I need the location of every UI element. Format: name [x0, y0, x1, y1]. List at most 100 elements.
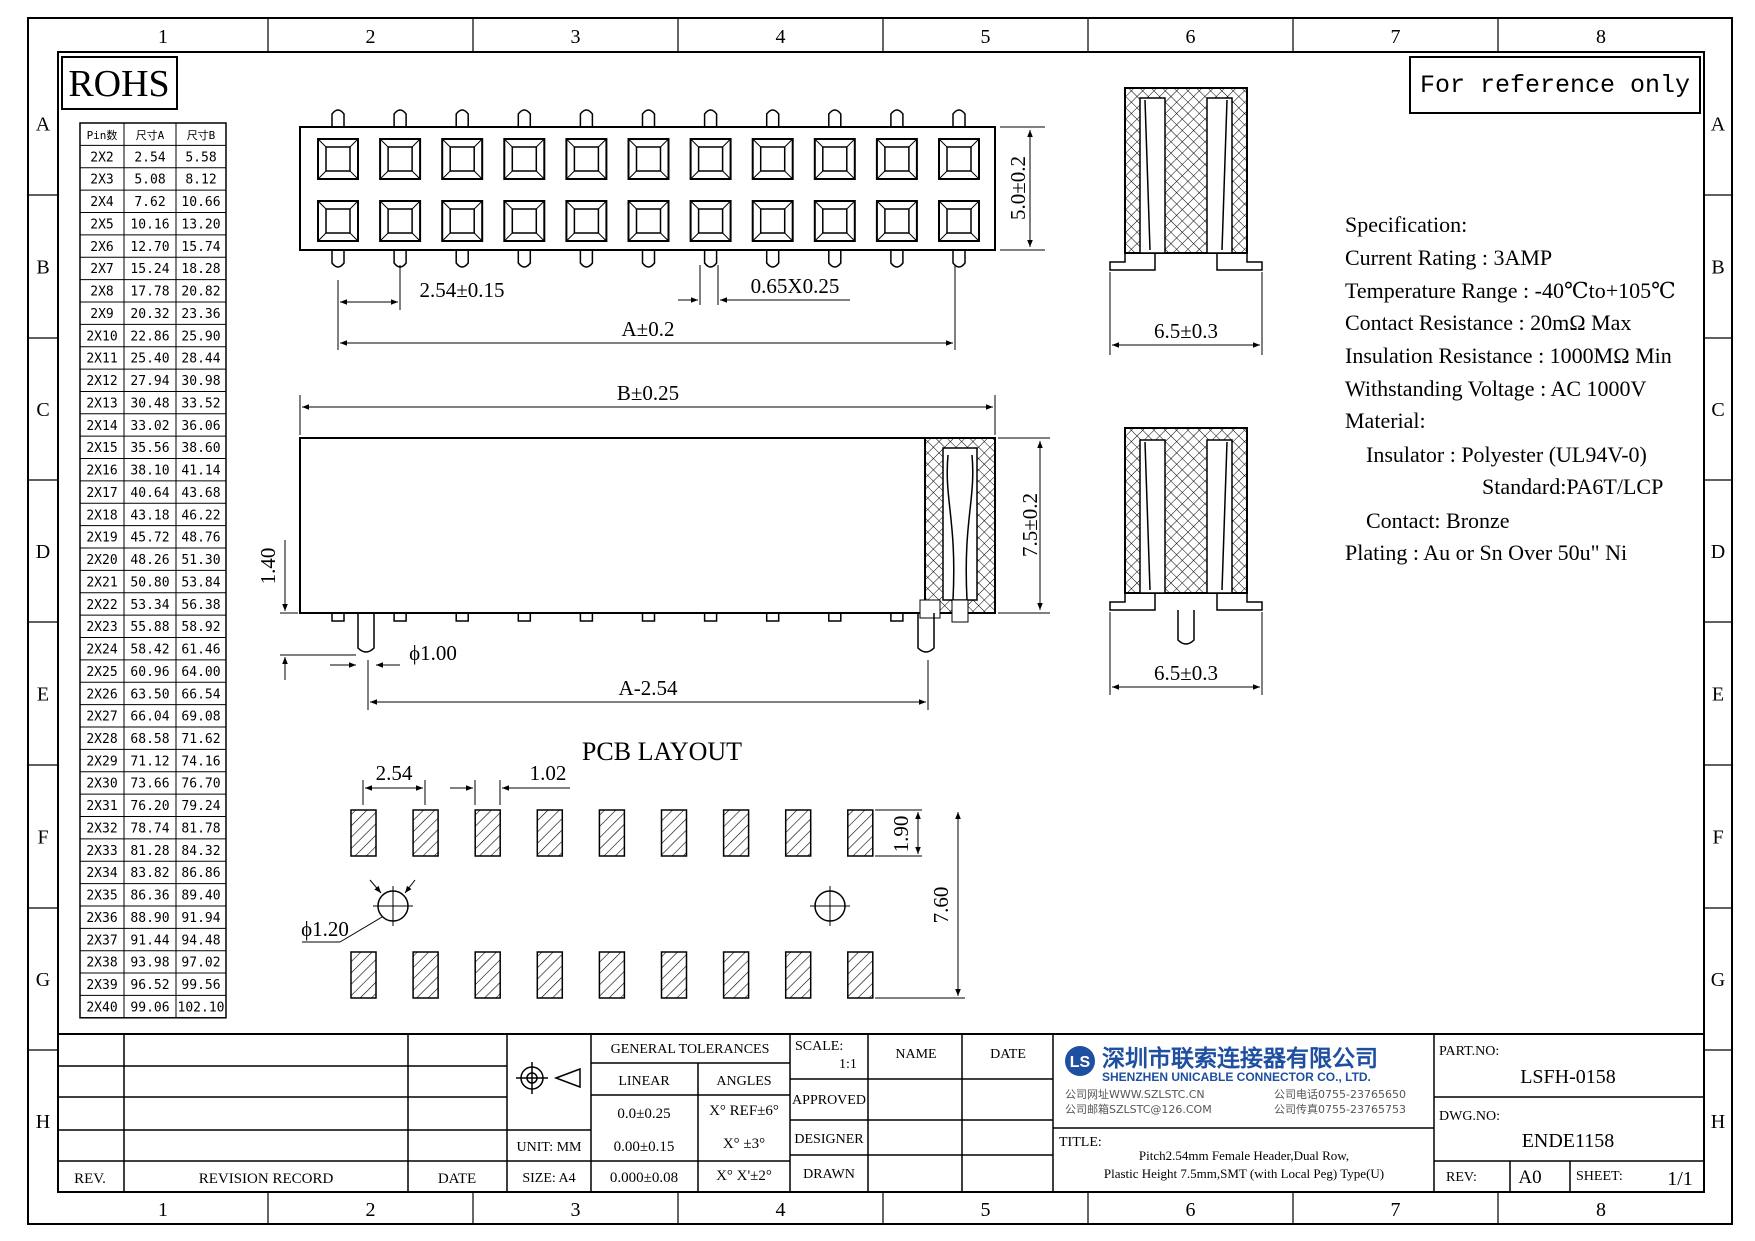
pin-table-cell: 12.70 [130, 240, 169, 255]
column-label: 4 [776, 1199, 786, 1221]
pin-table-cell: 81.28 [130, 844, 169, 859]
specification: Specification: Current Rating : 3AMP Tem… [1345, 212, 1676, 565]
pcb-pad [536, 951, 564, 999]
general-tolerances-label: GENERAL TOLERANCES [611, 1042, 770, 1057]
pin-table-cell: 81.78 [181, 821, 220, 836]
pin-table-cell: 2X25 [86, 665, 117, 680]
pcb-pad-width-dim: 1.02 [530, 761, 567, 785]
company-email: 公司邮箱SZLSTC@126.COM [1065, 1102, 1212, 1116]
pcb-pad [536, 809, 564, 857]
pcb-hole-dia-dim: ϕ1.20 [301, 917, 349, 941]
column-label: 1 [158, 1199, 168, 1221]
pin-table-cell: 40.64 [130, 486, 169, 501]
pin-table-cell: 41.14 [181, 464, 220, 479]
spec-line: Current Rating : 3AMP [1345, 245, 1552, 270]
pcb-pad-length-dim: 1.90 [889, 816, 913, 853]
side-view-lower: 6.5±0.3 [1109, 427, 1263, 695]
pin-table-cell: 15.74 [181, 240, 220, 255]
pin-table-cell: 18.28 [181, 262, 220, 277]
pin-table-cell: 64.00 [181, 665, 220, 680]
pin-table-cell: 20.32 [130, 307, 169, 322]
pin-table-cell: 102.10 [178, 1000, 225, 1015]
pin-table-cell: 2X31 [86, 799, 117, 814]
pin-table-cell: 33.02 [130, 419, 169, 434]
width-dim-2: 6.5±0.3 [1154, 661, 1218, 685]
pcb-pad [474, 951, 501, 999]
front-body [299, 437, 926, 614]
pin-table-cell: 2X17 [86, 486, 117, 501]
pin-table-cell: 2X7 [90, 262, 113, 277]
pin-table-cell: 7.62 [134, 195, 165, 210]
pin-table-cell: 61.46 [181, 643, 220, 658]
pcb-pad [412, 809, 439, 857]
top-view-body [299, 126, 996, 251]
pin-table-cell: 33.52 [181, 396, 220, 411]
pin-table-cell: 2X14 [86, 419, 117, 434]
pin-table-cell: 46.22 [181, 508, 220, 523]
pcb-row-span-dim: 7.60 [929, 887, 953, 924]
svg-text:LS: LS [1070, 1054, 1091, 1071]
pcb-pad [598, 809, 626, 857]
pin-table-cell: 2X27 [86, 710, 117, 725]
pin-table-cell: 45.72 [130, 531, 169, 546]
pin-table-cell: 35.56 [130, 441, 169, 456]
pin-table-cell: 91.94 [181, 911, 220, 926]
pcb-pad [350, 951, 377, 999]
pin-table-cell: 56.38 [181, 598, 220, 613]
row-label: C [1711, 399, 1724, 421]
pin-table-cell: 73.66 [130, 777, 169, 792]
pin-table-cell: 43.68 [181, 486, 220, 501]
pin-table-cell: 36.06 [181, 419, 220, 434]
pin-table-cell: 91.44 [130, 933, 169, 948]
spec-line: Temperature Range : -40℃to+105℃ [1345, 278, 1676, 303]
pin-section-dim: 0.65X0.25 [751, 274, 840, 298]
spec-line: Contact: Bronze [1366, 508, 1510, 533]
reference-note: For reference only [1420, 71, 1690, 100]
linear-tol-3: 0.000±0.08 [610, 1170, 678, 1186]
pin-table-cell: 2X10 [86, 329, 117, 344]
pin-table-cell: 25.40 [130, 352, 169, 367]
pin-table-cell: 60.96 [130, 665, 169, 680]
spec-line: Insulation Resistance : 1000MΩ Min [1345, 343, 1672, 368]
part-no-label: PART.NO: [1439, 1044, 1499, 1059]
column-label: 2 [366, 26, 376, 48]
linear-tol-1: 0.0±0.25 [617, 1106, 670, 1122]
title-line-1: Pitch2.54mm Female Header,Dual Row, [1139, 1148, 1349, 1163]
spec-line: Insulator : Polyester (UL94V-0) [1366, 442, 1647, 467]
pin-table-cell: 2X5 [90, 217, 113, 232]
pin-table-cell: 96.52 [130, 978, 169, 993]
width-dim-1: 6.5±0.3 [1154, 319, 1218, 343]
pin-table-cell: 93.98 [130, 956, 169, 971]
linear-tol-2: 0.00±0.15 [614, 1139, 675, 1155]
name-col-label: NAME [895, 1047, 936, 1062]
pin-table-cell: 79.24 [181, 799, 220, 814]
size-label: SIZE: A4 [522, 1171, 575, 1186]
a-minus-dim: A-2.54 [619, 676, 678, 700]
company-logo-icon: LS [1065, 1046, 1095, 1076]
column-label: 3 [571, 26, 581, 48]
pin-table-cell: 99.06 [130, 1000, 169, 1015]
pin-table-cell: 28.44 [181, 352, 220, 367]
designer-label: DESIGNER [794, 1132, 864, 1147]
spec-line: Standard:PA6T/LCP [1482, 474, 1663, 499]
pin-table-cell: 2X39 [86, 978, 117, 993]
pin-table-cell: 50.80 [130, 575, 169, 590]
pin-table-cell: 89.40 [181, 889, 220, 904]
row-label: E [1712, 684, 1724, 706]
angle-tol-3: X° X'±2° [716, 1168, 772, 1184]
column-label: 7 [1391, 26, 1401, 48]
approved-label: APPROVED [792, 1093, 866, 1108]
company-name-cn: 深圳市联索连接器有限公司 [1102, 1045, 1378, 1072]
pin-table-cell: 5.08 [134, 173, 165, 188]
pin-table-header: 尺寸A [136, 128, 165, 142]
pin-table-cell: 2X34 [86, 866, 117, 881]
pin-table-cell: 2X32 [86, 821, 117, 836]
pin-table-cell: 2X24 [86, 643, 117, 658]
row-label: G [1711, 969, 1725, 991]
pin-table-cell: 5.58 [185, 150, 216, 165]
pin-table-cell: 58.42 [130, 643, 169, 658]
column-label: 2 [366, 1199, 376, 1221]
sheet-value: 1/1 [1667, 1168, 1693, 1190]
column-label: 6 [1186, 26, 1196, 48]
